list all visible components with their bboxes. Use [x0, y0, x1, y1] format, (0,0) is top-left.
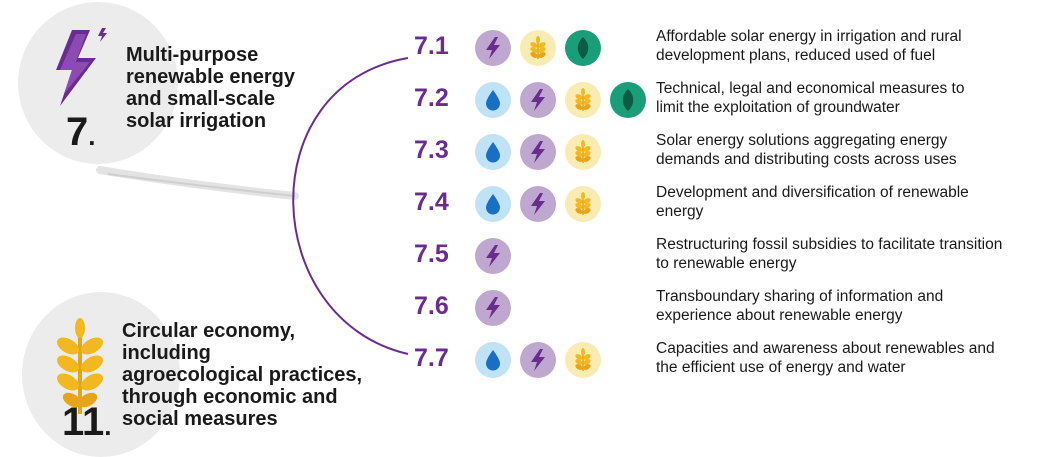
measure-description-line: Restructuring fossil subsidies to facili…: [656, 236, 1003, 253]
measure-description: Solar energy solutions aggregating energ…: [656, 131, 957, 169]
measure-description: Development and diversification of renew…: [656, 183, 969, 221]
measure-description: Restructuring fossil subsidies to facili…: [656, 235, 1002, 273]
measure-number: 7.4: [414, 188, 449, 216]
measure-description-line: to renewable energy: [656, 255, 797, 272]
measure-description-line: the efficient use of energy and water: [656, 359, 906, 376]
wheat-icon: [565, 82, 601, 118]
measure-description-line: energy: [656, 203, 704, 220]
measure-description: Transboundary sharing of information and…: [656, 287, 943, 325]
wheat-icon: [565, 186, 601, 222]
leaf-icon: [610, 82, 646, 118]
goal-7-lightning-icon: [56, 28, 107, 106]
measure-description-line: Transboundary sharing of information and: [656, 288, 944, 305]
wheat-icon: [565, 342, 601, 378]
lightning-icon: [520, 134, 556, 170]
water-drop-icon: [475, 82, 511, 118]
measure-description-line: Technical, legal and economical measures…: [656, 80, 965, 97]
measure-description-line: Capacities and awareness about renewable…: [656, 340, 995, 357]
lightning-icon: [520, 342, 556, 378]
water-drop-icon: [475, 134, 511, 170]
water-drop-icon: [475, 342, 511, 378]
leaf-icon: [565, 30, 601, 66]
goal-7-title: Multi-purpose renewable energy and small…: [126, 44, 295, 132]
measure-number: 7.1: [414, 32, 449, 60]
goal-11-circle: [22, 292, 180, 457]
measure-description: Technical, legal and economical measures…: [656, 79, 964, 117]
goal-7-circle: [18, 2, 178, 164]
lightning-icon: [520, 186, 556, 222]
measure-description: Capacities and awareness about renewable…: [656, 339, 995, 377]
measure-description-line: experience about renewable energy: [656, 307, 903, 324]
lightning-icon: [475, 238, 511, 274]
measure-description: Affordable solar energy in irrigation an…: [656, 27, 962, 65]
measure-number: 7.5: [414, 240, 449, 268]
water-drop-icon: [475, 186, 511, 222]
measure-description-line: Affordable solar energy in irrigation an…: [656, 28, 962, 45]
measure-number: 7.7: [414, 344, 449, 372]
goal-7-number: 7.: [66, 110, 96, 154]
measure-description-line: demands and distributing costs across us…: [656, 151, 957, 168]
lightning-icon: [475, 30, 511, 66]
wheat-icon: [520, 30, 556, 66]
lightning-icon: [475, 290, 511, 326]
goal-11-number: 11.: [62, 400, 112, 444]
measure-number: 7.6: [414, 292, 449, 320]
lightning-icon: [520, 82, 556, 118]
measure-description-line: limit the exploitation of groundwater: [656, 99, 900, 116]
goal-11-title: Circular economy, including agroecologic…: [122, 320, 363, 430]
measure-description-line: development plans, reduced used of fuel: [656, 47, 936, 64]
measure-number: 7.3: [414, 136, 449, 164]
wheat-icon: [565, 134, 601, 170]
measure-description-line: Development and diversification of renew…: [656, 184, 969, 201]
measure-description-line: Solar energy solutions aggregating energ…: [656, 132, 948, 149]
measure-number: 7.2: [414, 84, 449, 112]
goal-11-wheat-icon: [57, 318, 103, 414]
